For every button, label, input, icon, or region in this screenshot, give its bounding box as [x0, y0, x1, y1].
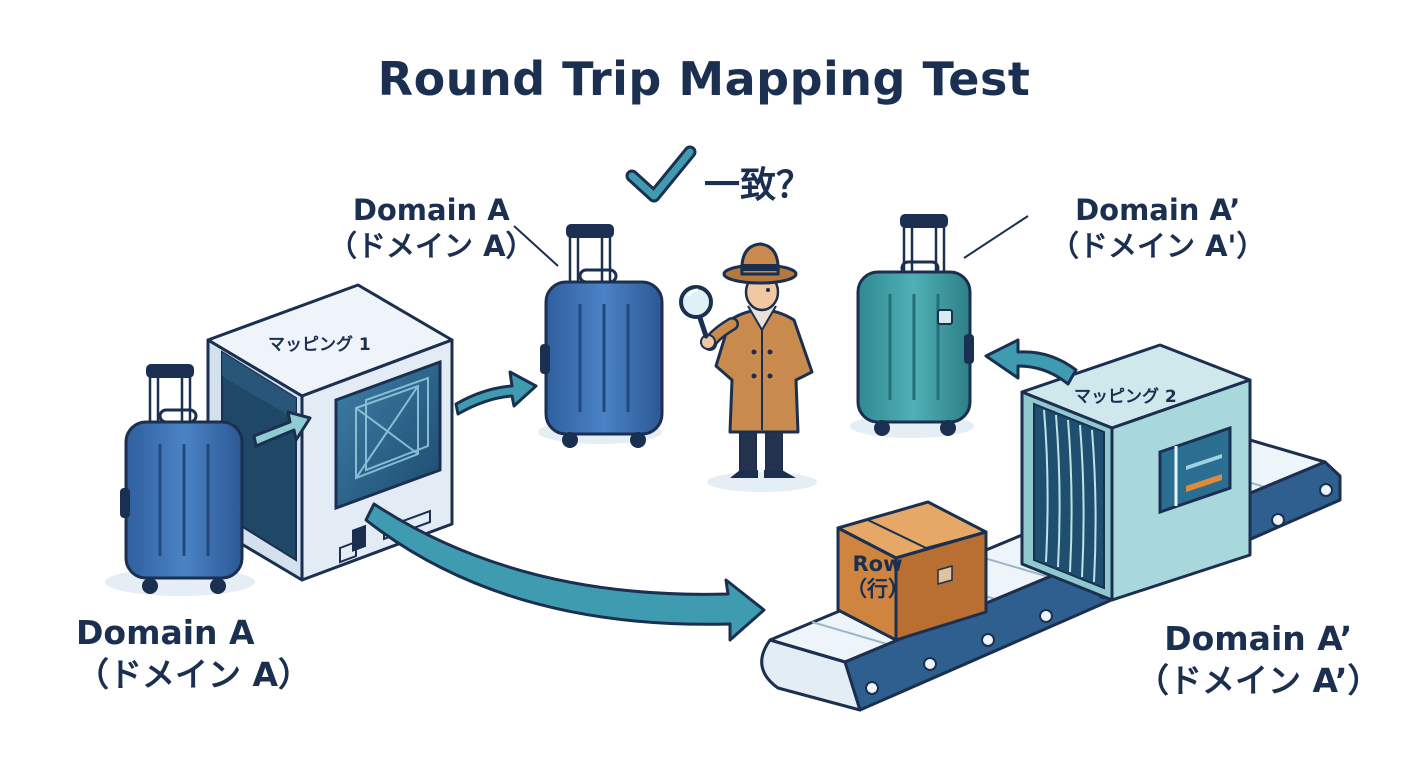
arrow-into-mapping-1	[252, 410, 312, 448]
arrow-mapping-1-to-conveyor	[364, 502, 766, 642]
arrow-mapping-1-to-domain-a	[454, 370, 538, 416]
label-domain-a-start-reading: （ドメイン A）	[76, 655, 312, 695]
match-question: 一致？	[704, 165, 813, 206]
label-domain-a-start: Domain A （ドメイン A）	[76, 612, 311, 696]
mapping-2-label: マッピング 2	[1074, 387, 1177, 407]
label-domain-a-prime-conveyor-name: Domain A’	[1164, 619, 1353, 658]
label-domain-a-mid-reading: （ドメイン A）	[328, 229, 535, 264]
row-box-label: Row （行）	[846, 552, 909, 602]
detective	[679, 242, 814, 478]
row-box-label-line2: （行）	[846, 577, 909, 602]
label-domain-a-prime-mid-reading: （ドメイン A'）	[1050, 229, 1266, 264]
label-domain-a-prime-conveyor: Domain A’ （ドメイン A’）	[1136, 618, 1381, 702]
mapping-machine-2	[1020, 343, 1252, 602]
suitcase-start	[120, 364, 244, 594]
label-domain-a-mid-name: Domain A	[352, 193, 510, 227]
check-icon	[625, 145, 697, 203]
leader-lines	[513, 215, 1029, 267]
magnifying-glass-icon	[679, 285, 713, 339]
page-title: Round Trip Mapping Test	[377, 52, 1031, 106]
label-domain-a-prime-conveyor-reading: （ドメイン A’）	[1136, 661, 1381, 701]
suitcase-domain-a-prime	[856, 214, 974, 436]
label-domain-a-prime-mid-name: Domain A’	[1075, 193, 1241, 227]
label-domain-a-mid: Domain A （ドメイン A）	[328, 192, 535, 265]
arrow-mapping-2-to-domain-a-prime	[984, 338, 1078, 386]
mapping-1-label: マッピング 1	[268, 335, 371, 355]
suitcase-domain-a	[540, 224, 664, 448]
flow-arrows	[252, 338, 1078, 642]
row-box-label-line1: Row	[852, 552, 903, 576]
label-domain-a-start-name: Domain A	[76, 613, 255, 652]
label-domain-a-prime-mid: Domain A’ （ドメイン A'）	[1050, 192, 1265, 265]
row-box	[836, 500, 988, 642]
